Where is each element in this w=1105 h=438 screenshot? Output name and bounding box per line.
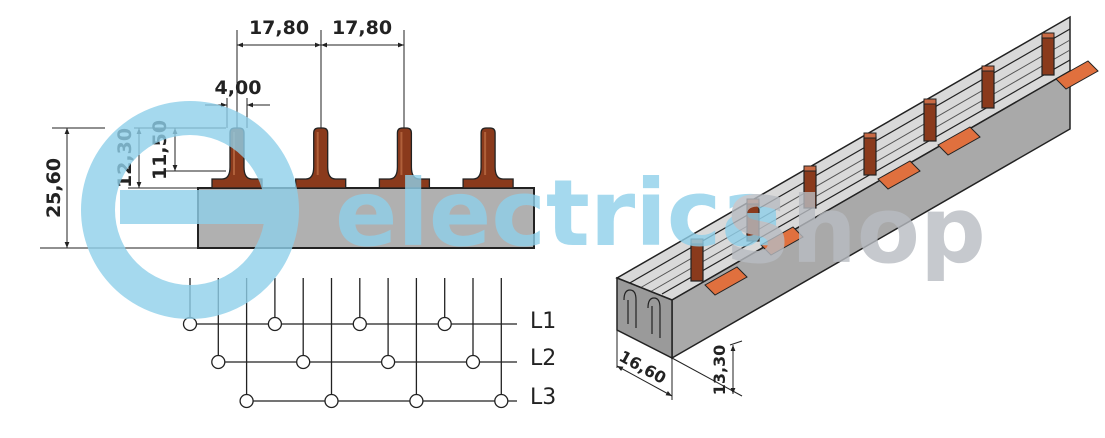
connection-node: [437, 316, 452, 332]
watermark-logo-bar: [120, 190, 270, 224]
connection-node: [380, 354, 396, 370]
phase-label-l1: L1: [530, 309, 556, 334]
connection-node: [409, 393, 424, 409]
copper-plate: [760, 226, 804, 256]
dim-pitch-2: 17,80: [332, 17, 392, 39]
dim-total-height: 25,60: [43, 158, 65, 218]
watermark-text-gray: Shop: [725, 177, 986, 284]
connection-node: [267, 316, 283, 332]
iso-copper-pin: [981, 65, 995, 109]
watermark-logo: electrica Shop: [81, 101, 986, 319]
watermark-logo-circle: [81, 101, 299, 319]
phase-label-l2: L2: [530, 346, 556, 371]
copper-pin: [462, 127, 514, 189]
copper-pin: [378, 127, 431, 189]
phase-label-l3: L3: [530, 385, 556, 410]
dim-pin-width: 4,00: [215, 77, 262, 99]
connection-node: [494, 393, 509, 409]
connection-node: [239, 393, 254, 409]
copper-plate: [1055, 60, 1099, 90]
iso-copper-pin: [803, 165, 817, 209]
iso-copper-pin: [690, 238, 704, 282]
connection-node: [465, 354, 481, 370]
connection-node: [324, 393, 339, 409]
connection-node: [296, 354, 311, 370]
copper-plate: [877, 160, 921, 190]
connection-node: [182, 316, 198, 332]
iso-copper-pin: [863, 132, 877, 176]
iso-copper-pin: [1041, 32, 1055, 76]
iso-view: 16,60 13,30: [615, 15, 1099, 400]
connection-node: [352, 316, 367, 332]
copper-plate: [937, 126, 981, 156]
iso-copper-pin: [923, 98, 937, 142]
copper-pin: [295, 127, 347, 189]
copper-plate: [704, 266, 748, 296]
watermark-text-blue: electrica: [335, 160, 783, 267]
connection-node: [211, 354, 226, 370]
iso-copper-pin: [746, 198, 760, 242]
dim-iso-height: 13,30: [710, 345, 729, 396]
dim-pitch-1: 17,80: [249, 17, 309, 39]
